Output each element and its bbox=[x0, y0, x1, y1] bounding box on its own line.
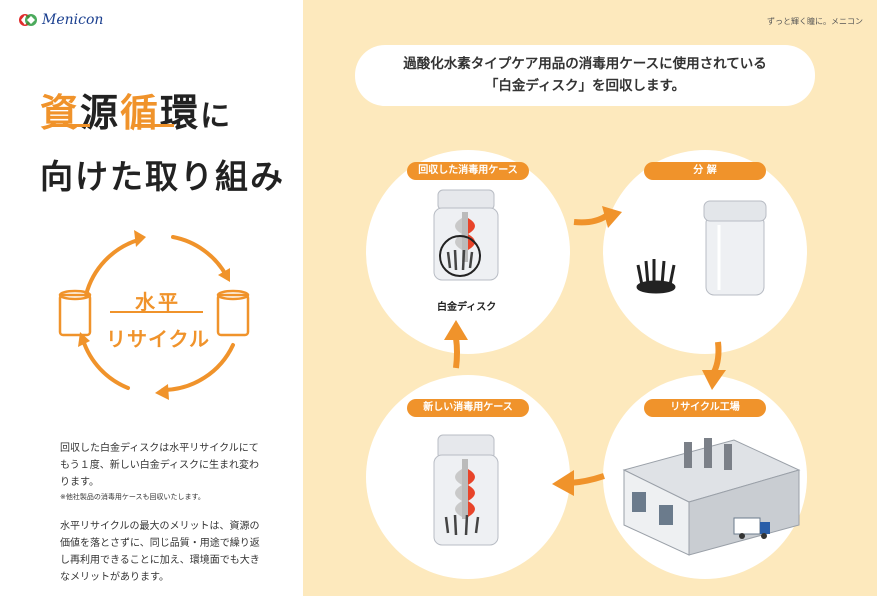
cycle-label-line1: 水平 bbox=[135, 290, 181, 314]
cycle-label-line2: リサイクル bbox=[106, 327, 210, 351]
cycle-arc bbox=[84, 238, 140, 297]
headline-underline bbox=[134, 124, 174, 127]
platinum-disc-highlight bbox=[439, 235, 481, 277]
headline-line1: 資源循環に bbox=[40, 82, 232, 137]
headline-char: 資 bbox=[40, 91, 81, 135]
truck-icon bbox=[733, 517, 770, 539]
cycle-arrowhead bbox=[218, 268, 230, 282]
tagline: ずっと輝く瞳に。メニコン bbox=[767, 17, 863, 26]
cycle-arc bbox=[81, 338, 130, 390]
brand-logo[interactable]: Menicon bbox=[18, 12, 103, 28]
case-icon-left bbox=[58, 293, 92, 337]
horizontal-recycle-diagram bbox=[58, 230, 250, 400]
headline-line2: 向けた取り組み bbox=[40, 157, 285, 196]
case-icon-right bbox=[216, 293, 250, 337]
disassembled-parts-image bbox=[636, 200, 767, 296]
step-circle-disassembly bbox=[603, 150, 807, 354]
cycle-arc bbox=[171, 235, 228, 277]
arrow-left-icon bbox=[552, 470, 605, 496]
description-para2: 水平リサイクルの最大のメリットは、資源の価値を落とさずに、同じ品質・用途で繰り返… bbox=[60, 521, 260, 583]
step-label-collected: 回収した消毒用ケース bbox=[407, 162, 529, 180]
description-para1: 回収した白金ディスクは水平リサイクルにてもう１度、新しい白金ディスクに生まれ変わ… bbox=[60, 443, 259, 488]
new-case-image bbox=[433, 434, 499, 546]
bubble-line1: 過酸化水素タイプケア用品の消毒用ケースに使用されている bbox=[403, 56, 767, 72]
headline-char: に bbox=[200, 99, 233, 134]
logo-text: Menicon bbox=[42, 12, 104, 28]
recycling-factory-image bbox=[622, 438, 801, 556]
headline-char: 循 bbox=[120, 91, 161, 135]
arrow-down-icon bbox=[702, 341, 726, 390]
cycle-arc bbox=[161, 343, 235, 392]
cycle-arrowhead bbox=[134, 230, 146, 247]
left-panel: Menicon 資源循環に 向けた取り組み 水平 リサイクル 回収した白金ディス… bbox=[0, 0, 303, 596]
headline-bubble: 過酸化水素タイプケア用品の消毒用ケースに使用されている 「白金ディスク」を回収し… bbox=[355, 45, 815, 106]
arrow-right-icon bbox=[573, 206, 622, 228]
menicon-logo-icon bbox=[19, 14, 37, 26]
bubble-line2: 「白金ディスク」を回収します。 bbox=[484, 78, 686, 94]
step-label-factory: リサイクル工場 bbox=[644, 399, 766, 417]
platinum-disc-caption: 白金ディスク bbox=[437, 302, 497, 313]
step-label-new-case: 新しい消毒用ケース bbox=[407, 399, 529, 417]
description-note: ※他社製品の消毒用ケースも回収いたします。 bbox=[60, 493, 205, 501]
collected-case-image bbox=[433, 189, 499, 281]
headline-char: 源 bbox=[80, 91, 121, 135]
step-label-disassembly: 分 解 bbox=[644, 162, 766, 180]
headline-char: 環 bbox=[160, 91, 201, 135]
cycle-arrowhead bbox=[155, 384, 169, 400]
headline-underline bbox=[50, 124, 90, 127]
arrow-up-icon bbox=[444, 320, 468, 369]
